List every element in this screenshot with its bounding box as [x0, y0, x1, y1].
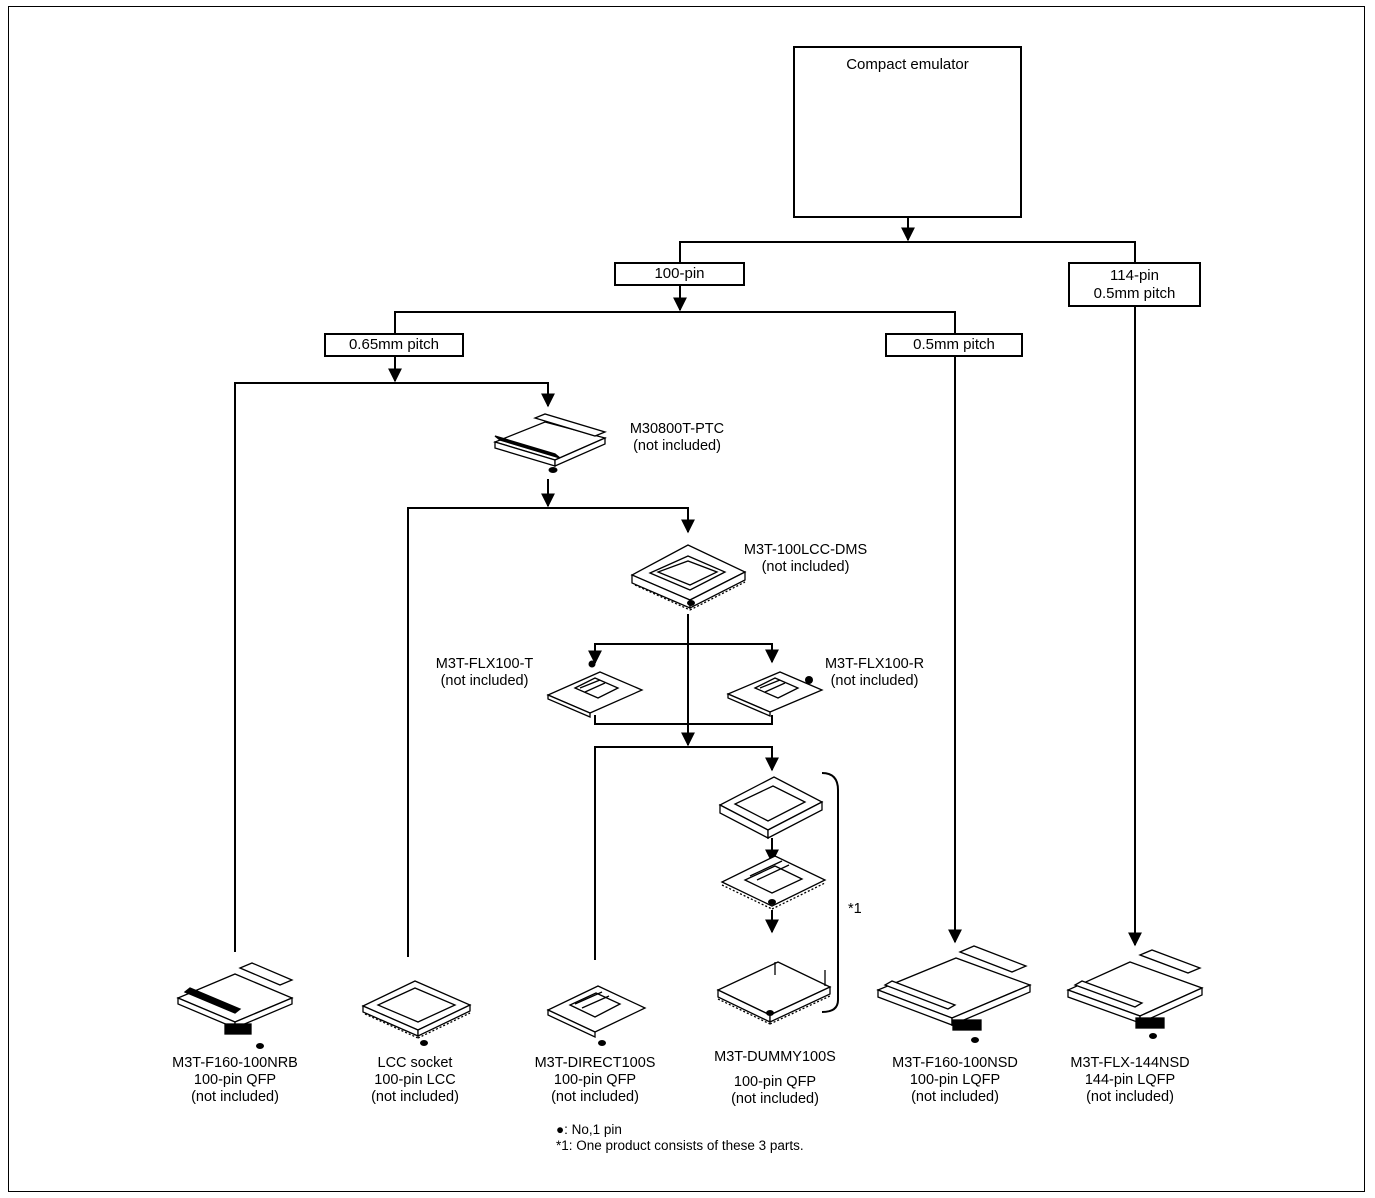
flx-t-name: M3T-FLX100-T: [435, 656, 534, 672]
pin1-dot: [548, 467, 558, 473]
legend-note1: *1: One product consists of these 3 part…: [556, 1138, 804, 1153]
flx-r-name: M3T-FLX100-R: [824, 656, 925, 672]
legend: ●: No,1 pin *1: One product consists of …: [556, 1122, 804, 1154]
target-note: (not included): [911, 1089, 999, 1105]
target-name: M3T-F160-100NRB: [172, 1055, 298, 1071]
pin-100-label: 100-pin: [654, 265, 705, 282]
pin-100-box: 100-pin: [614, 262, 745, 286]
target-name: M3T-DIRECT100S: [534, 1055, 656, 1071]
ptc-image: [493, 413, 607, 467]
pin-114-label: 114-pin: [1110, 266, 1159, 284]
pin1-dot: [588, 660, 596, 668]
dms-image: [630, 544, 747, 611]
target-label: M3T-F160-100NSD 100-pin LQFP (not includ…: [880, 1055, 1030, 1106]
pin1-dot: [687, 600, 695, 606]
ptc-note: (not included): [633, 438, 721, 454]
flx-144nsd-image: [1066, 949, 1204, 1029]
diagram-frame: [8, 6, 1365, 1192]
target-package: 144-pin LQFP: [1084, 1072, 1176, 1088]
pin-114-box: 114-pin 0.5mm pitch: [1068, 262, 1201, 307]
f160-100nsd-image: [876, 945, 1032, 1031]
flx100-r-image: [726, 671, 824, 717]
bracket-label: *1: [848, 901, 862, 917]
flx-r-note: (not included): [830, 673, 919, 689]
pitch-065-label: 0.65mm pitch: [348, 336, 440, 353]
target-label: M3T-F160-100NRB 100-pin QFP (not include…: [165, 1055, 305, 1106]
target-package: 100-pin LQFP: [909, 1072, 1001, 1088]
compact-emulator-box: Compact emulator: [793, 46, 1022, 218]
pin1-dot: [805, 676, 813, 684]
lcc-socket-image: [361, 980, 472, 1039]
target-name: M3T-F160-100NSD: [892, 1055, 1018, 1071]
pin1-dot: [971, 1037, 979, 1043]
target-label: M3T-DIRECT100S 100-pin QFP (not included…: [525, 1055, 665, 1106]
pitch-065-box: 0.65mm pitch: [324, 333, 464, 357]
pin1-dot: [256, 1043, 264, 1049]
legend-pin1: ●: No,1 pin: [556, 1122, 622, 1137]
target-package: 100-pin QFP: [193, 1072, 277, 1088]
flx-t-label: M3T-FLX100-T (not included): [422, 656, 547, 690]
pin-114-pitch-label: 0.5mm pitch: [1093, 284, 1176, 302]
ptc-label: M30800T-PTC (not included): [612, 421, 742, 455]
target-package: 100-pin QFP: [733, 1074, 817, 1090]
flx-t-note: (not included): [440, 673, 529, 689]
pin1-dot: [420, 1040, 428, 1046]
flx100-t-image: [546, 671, 644, 718]
pin1-dot: [1149, 1033, 1157, 1039]
target-note: (not included): [371, 1089, 459, 1105]
target-label: LCC socket 100-pin LCC (not included): [350, 1055, 480, 1106]
ptc-name: M30800T-PTC: [629, 421, 725, 437]
dummy-frame-image: [718, 776, 824, 840]
dms-note: (not included): [761, 559, 850, 575]
pitch-05-label: 0.5mm pitch: [913, 336, 995, 353]
pin1-dot: [598, 1040, 606, 1046]
target-name: M3T-FLX-144NSD: [1070, 1055, 1190, 1071]
emulator-label: Compact emulator: [846, 56, 969, 73]
flx-r-label: M3T-FLX100-R (not included): [812, 656, 937, 690]
target-name: LCC socket: [377, 1055, 453, 1071]
pin1-dot: [766, 1010, 774, 1016]
dummy-socket-image: [716, 961, 832, 1025]
connector-lines: [234, 218, 1142, 1013]
target-label: M3T-FLX-144NSD 144-pin LQFP (not include…: [1055, 1055, 1205, 1106]
target-note: (not included): [731, 1091, 819, 1107]
target-note: (not included): [191, 1089, 279, 1105]
target-package: 100-pin QFP: [553, 1072, 637, 1088]
pin1-dot: [768, 899, 776, 905]
dummy-adapter-image: [720, 855, 827, 910]
target-note: (not included): [551, 1089, 639, 1105]
dms-label: M3T-100LCC-DMS (not included): [738, 542, 873, 576]
dms-name: M3T-100LCC-DMS: [743, 542, 868, 558]
target-label: M3T-DUMMY100S 100-pin QFP (not included): [700, 1049, 850, 1108]
direct100s-image: [546, 985, 647, 1039]
target-package: 100-pin LCC: [374, 1072, 456, 1088]
f160-100nrb-image: [176, 962, 294, 1035]
pitch-05-box: 0.5mm pitch: [885, 333, 1023, 357]
target-note: (not included): [1086, 1089, 1174, 1105]
target-name: M3T-DUMMY100S: [714, 1049, 836, 1065]
